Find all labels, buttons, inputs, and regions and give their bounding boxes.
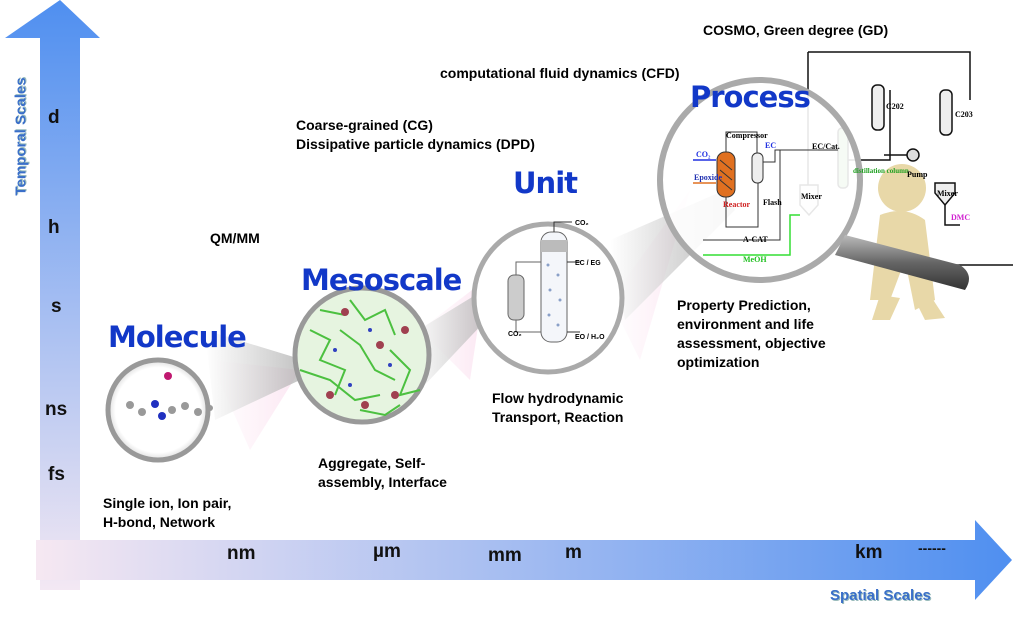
caption-line: Single ion, Ion pair, — [103, 495, 232, 511]
unit-caption: Flow hydrodynamic Transport, Reaction — [492, 389, 623, 427]
molecule-title: Molecule — [108, 320, 247, 354]
method-qmmm: QM/MM — [210, 230, 260, 246]
process-label-mixer1: Mixer — [801, 192, 822, 201]
process-label-eccat: EC/Cat. — [812, 142, 840, 151]
temporal-tick: d — [48, 107, 60, 128]
process-label-mixer2: Mixer — [937, 189, 958, 198]
process-title: Process — [690, 80, 811, 114]
temporal-tick: ns — [45, 399, 68, 420]
caption-line: Transport, Reaction — [492, 409, 624, 425]
process-label-c202: C202 — [886, 102, 904, 111]
molecule-lens — [105, 357, 213, 463]
unit-label-co2-top: CO₂ — [575, 220, 589, 227]
process-label-ec: EC — [765, 141, 777, 150]
caption-line: optimization — [677, 354, 760, 370]
spatial-tick: µm — [373, 541, 401, 562]
temporal-axis-arrow — [5, 0, 100, 590]
unit-lens — [471, 221, 625, 375]
unit-label-eo-h2o: EO / H₂O — [575, 334, 605, 341]
process-label-meoh: MeOH — [743, 255, 767, 264]
process-label-epoxide: Epoxide — [694, 173, 723, 182]
process-label-dmc: DMC — [951, 213, 971, 222]
method-cosmo: COSMO, Green degree (GD) — [703, 22, 889, 38]
unit-label-ec-eg: EC / EG — [575, 260, 601, 267]
person-with-magnifier-figure — [835, 164, 969, 320]
method-cfd: computational fluid dynamics (CFD) — [440, 65, 680, 81]
process-label-c203: C203 — [955, 110, 973, 119]
process-caption: Property Prediction, environment and lif… — [677, 296, 826, 372]
process-label-flash: Flash — [763, 198, 782, 207]
caption-line: assessment, objective — [677, 335, 826, 351]
mesoscale-caption: Aggregate, Self- assembly, Interface — [318, 454, 447, 492]
spatial-axis-arrow — [36, 520, 1012, 600]
process-label-co2: CO₂ — [696, 150, 711, 159]
method-dpd: Dissipative particle dynamics (DPD) — [296, 136, 535, 152]
caption-line: Flow hydrodynamic — [492, 390, 624, 406]
process-label-compressor: Compressor — [726, 131, 768, 140]
caption-line: Aggregate, Self- — [318, 455, 426, 471]
method-cg: Coarse-grained (CG) — [296, 117, 433, 133]
spatial-tick: mm — [488, 545, 522, 566]
caption-line: assembly, Interface — [318, 474, 447, 490]
molecule-caption: Single ion, Ion pair, H-bond, Network — [103, 494, 231, 532]
spatial-tick: nm — [227, 543, 256, 564]
spatial-tick: m — [565, 542, 582, 563]
mesoscale-lens — [292, 285, 432, 425]
zoom-cone — [205, 330, 320, 420]
process-label-reactor: Reactor — [723, 200, 751, 209]
spatial-axis-label: Spatial Scales — [830, 587, 931, 604]
temporal-tick: fs — [48, 464, 65, 485]
process-label-pump: Pump — [907, 170, 928, 179]
unit-title: Unit — [513, 166, 578, 200]
caption-line: Property Prediction, — [677, 297, 811, 313]
unit-label-co2-in: CO₂ — [508, 331, 522, 338]
mesoscale-title: Mesoscale — [301, 263, 462, 297]
process-label-distillation: distillation column — [853, 167, 909, 175]
spatial-tick: km — [855, 542, 883, 563]
temporal-tick: h — [48, 217, 60, 238]
process-label-acat: A-CAT — [743, 235, 768, 244]
caption-line: H-bond, Network — [103, 514, 215, 530]
temporal-axis-label: Temporal Scales — [12, 77, 30, 196]
spatial-tick: ------ — [918, 540, 946, 556]
temporal-tick: s — [51, 296, 62, 317]
process-lens — [657, 77, 863, 283]
caption-line: environment and life — [677, 316, 814, 332]
